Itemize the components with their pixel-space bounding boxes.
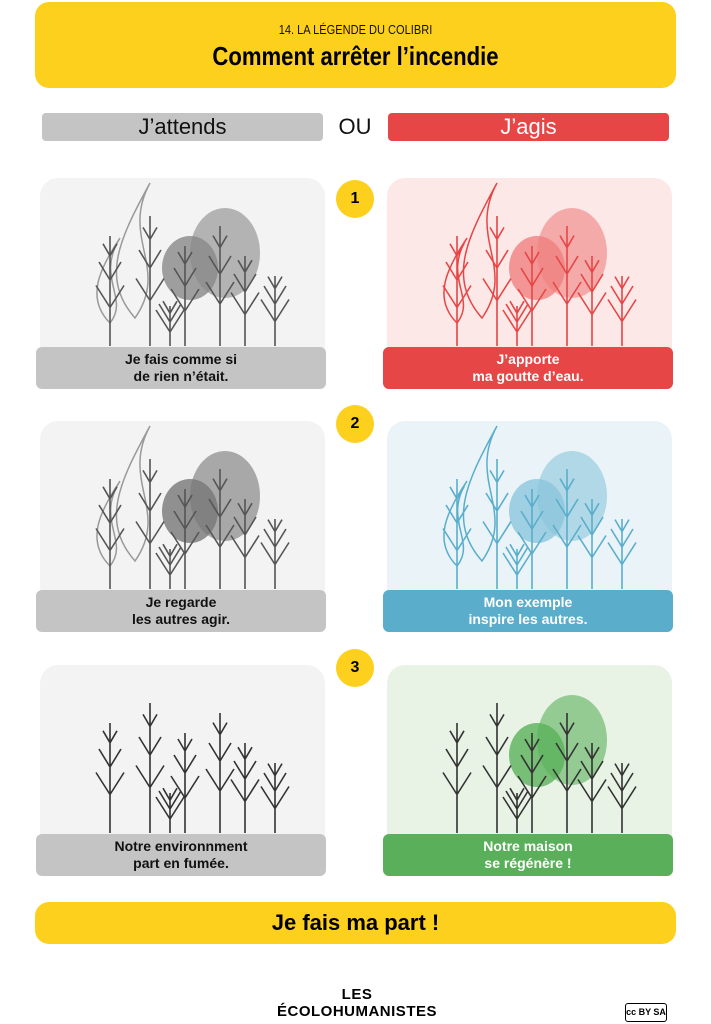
illustration-right-step-3 — [387, 665, 672, 837]
forest-illustration — [442, 182, 637, 346]
tree-icon — [170, 733, 200, 833]
tree-icon — [502, 787, 532, 833]
tree-icon — [95, 479, 125, 589]
tree-icon — [260, 519, 290, 589]
step-number-badge: 1 — [336, 180, 374, 218]
tree-icon — [135, 459, 165, 589]
tree-icon — [230, 499, 260, 589]
tree-icon — [607, 276, 637, 346]
choice-wait-header: J’attends — [42, 113, 323, 141]
caption-line: les autres agir. — [131, 611, 231, 627]
tree-icon — [155, 787, 185, 833]
poster-title: Comment arrêter l’incendie — [212, 41, 499, 71]
caption-line: Notre environnment — [114, 838, 248, 854]
tree-icon — [170, 246, 200, 346]
tree-icon — [552, 226, 582, 346]
poster-subtitle: 14. LA LÉGENDE DU COLIBRI — [278, 22, 433, 37]
forest-illustration — [442, 695, 637, 833]
tree-foliage-icon — [162, 479, 218, 543]
tree-icon — [482, 216, 512, 346]
or-label: OU — [338, 114, 372, 139]
tree-foliage-icon — [509, 236, 565, 300]
caption-line: inspire les autres. — [468, 611, 588, 627]
forest-illustration — [442, 425, 637, 589]
tree-icon — [577, 256, 607, 346]
caption-line: Je regarde — [145, 594, 217, 610]
tree-icon — [502, 300, 532, 346]
tree-icon — [442, 723, 472, 833]
flame-icon — [115, 182, 151, 320]
forest-illustration — [95, 182, 290, 346]
step-number-badge: 3 — [336, 649, 374, 687]
tree-icon — [260, 276, 290, 346]
illustration-right-step-2 — [387, 421, 672, 593]
tree-icon — [502, 543, 532, 589]
tree-icon — [607, 763, 637, 833]
tree-icon — [577, 499, 607, 589]
tree-foliage-icon — [162, 236, 218, 300]
flame-icon — [115, 425, 151, 563]
tree-icon — [442, 479, 472, 589]
tree-icon — [552, 469, 582, 589]
tree-icon — [607, 519, 637, 589]
tree-icon — [205, 226, 235, 346]
tree-icon — [260, 763, 290, 833]
caption-line: J’apporte — [496, 351, 560, 367]
header-banner: 14. LA LÉGENDE DU COLIBRI Comment arrête… — [35, 2, 676, 88]
tree-icon — [230, 743, 260, 833]
tree-icon — [95, 723, 125, 833]
illustration-right-step-1 — [387, 178, 672, 350]
caption-line: se régénère ! — [484, 855, 572, 871]
illustration-left-step-3 — [40, 665, 325, 837]
illustration-left-step-1 — [40, 178, 325, 350]
tree-icon — [482, 459, 512, 589]
tree-icon — [135, 703, 165, 833]
forest-illustration — [95, 425, 290, 589]
tree-icon — [230, 256, 260, 346]
tree-icon — [517, 246, 547, 346]
caption-line: Je fais comme si — [124, 351, 238, 367]
tree-foliage-icon — [509, 723, 565, 787]
caption-line: de rien n’était. — [133, 368, 229, 384]
choice-act-header: J’agis — [388, 113, 669, 141]
caption-line: ma goutte d’eau. — [472, 368, 584, 384]
tree-icon — [155, 300, 185, 346]
ecolohumanistes-logo: LES ÉCOLOHUMANISTES — [276, 986, 437, 1020]
tree-icon — [170, 489, 200, 589]
tree-icon — [552, 713, 582, 833]
tree-icon — [517, 489, 547, 589]
tree-icon — [205, 469, 235, 589]
tree-icon — [517, 733, 547, 833]
creative-commons-icon: cc BY SA — [625, 1003, 667, 1022]
step-number-badge: 2 — [336, 405, 374, 443]
tree-icon — [155, 543, 185, 589]
tree-icon — [442, 236, 472, 346]
tree-icon — [95, 236, 125, 346]
slogan-banner: Je fais ma part ! — [35, 902, 676, 944]
tree-icon — [577, 743, 607, 833]
tree-icon — [482, 703, 512, 833]
tree-icon — [135, 216, 165, 346]
forest-illustration — [95, 703, 290, 833]
illustration-left-step-2 — [40, 421, 325, 593]
caption-line: Mon exemple — [483, 594, 573, 610]
flame-icon — [462, 182, 498, 320]
tree-foliage-icon — [509, 479, 565, 543]
caption-line: Notre maison — [483, 838, 573, 854]
tree-icon — [205, 713, 235, 833]
flame-icon — [462, 425, 498, 563]
caption-line: part en fumée. — [133, 855, 229, 871]
